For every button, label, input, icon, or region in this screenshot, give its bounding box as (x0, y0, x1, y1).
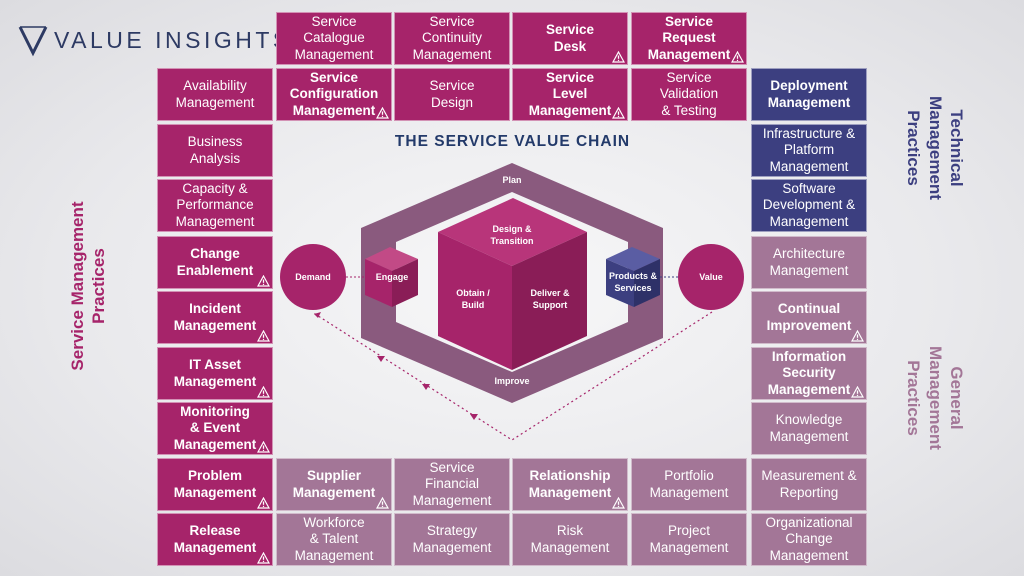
tile-label: Infrastructure & Platform Management (762, 125, 856, 174)
tile-it-asset-management[interactable]: IT Asset Management (157, 347, 273, 400)
tile-continual-improvement[interactable]: Continual Improvement (751, 291, 867, 344)
tile-service-continuity-management[interactable]: Service Continuity Management (394, 12, 510, 65)
obtain-build-label: Obtain / Build (456, 288, 490, 310)
products-services-label: Products & Services (608, 271, 657, 293)
warning-icon (256, 551, 270, 564)
tile-service-request-management[interactable]: Service Request Management (631, 12, 747, 65)
tile-label: Service Validation & Testing (659, 69, 719, 118)
tile-label: Relationship Management (528, 468, 612, 500)
tile-software-development-management[interactable]: Software Development & Management (751, 179, 867, 232)
tile-problem-management[interactable]: Problem Management (157, 458, 273, 511)
tile-label: Continual Improvement (766, 301, 852, 333)
diagram-title: THE SERVICE VALUE CHAIN (394, 133, 631, 150)
warning-icon (730, 50, 744, 63)
tile-label: Problem Management (173, 468, 257, 500)
tile-service-financial-management[interactable]: Service Financial Management (394, 458, 510, 511)
warning-icon (375, 106, 389, 119)
tile-label: Service Level Management (528, 69, 612, 118)
warning-icon (256, 496, 270, 509)
tile-service-validation-testing[interactable]: Service Validation & Testing (631, 68, 747, 121)
general-practices-title: General Management Practices (904, 346, 966, 450)
logo-text: VALUE INSIGHTS (54, 26, 292, 53)
tile-business-analysis[interactable]: Business Analysis (157, 124, 273, 177)
tile-label: Change Enablement (176, 246, 254, 278)
service-practices-title: Service Management Practices (67, 201, 108, 371)
value-label: Value (699, 272, 723, 282)
tile-label: Strategy Management (412, 523, 492, 555)
tile-label: Capacity & Performance Management (175, 180, 255, 229)
tile-label: Availability Management (175, 78, 255, 110)
tile-label: Service Request Management (647, 13, 731, 62)
tile-label: Monitoring & Event Management (173, 403, 257, 452)
warning-icon (256, 329, 270, 342)
tile-label: Risk Management (530, 523, 610, 555)
tile-label: Project Management (649, 523, 729, 555)
tile-label: IT Asset Management (173, 357, 257, 389)
warning-icon (611, 496, 625, 509)
warning-icon (375, 496, 389, 509)
tile-strategy-management[interactable]: Strategy Management (394, 513, 510, 566)
tile-deployment-management[interactable]: Deployment Management (751, 68, 867, 121)
tile-change-enablement[interactable]: Change Enablement (157, 236, 273, 289)
tile-service-desk[interactable]: Service Desk (512, 12, 628, 65)
tile-portfolio-management[interactable]: Portfolio Management (631, 458, 747, 511)
warning-icon (256, 440, 270, 453)
tile-information-security-management[interactable]: Information Security Management (751, 347, 867, 400)
tile-capacity-performance-management[interactable]: Capacity & Performance Management (157, 179, 273, 232)
improve-label: Improve (494, 376, 530, 386)
tile-knowledge-management[interactable]: Knowledge Management (751, 402, 867, 455)
engage-label: Engage (375, 272, 409, 282)
warning-icon (256, 274, 270, 287)
design-transition-label: Design & Transition (490, 224, 534, 246)
tile-architecture-management[interactable]: Architecture Management (751, 236, 867, 289)
tile-label: Business Analysis (187, 134, 243, 166)
warning-icon (850, 329, 864, 342)
tile-service-catalogue-management[interactable]: Service Catalogue Management (276, 12, 392, 65)
tile-label: Incident Management (173, 301, 257, 333)
deliver-support-label: Deliver & Support (530, 288, 570, 310)
tile-service-design[interactable]: Service Design (394, 68, 510, 121)
warning-icon (850, 385, 864, 398)
tile-label: Service Desk (545, 22, 595, 54)
tile-label: Service Design (429, 78, 475, 110)
tile-infrastructure-platform-management[interactable]: Infrastructure & Platform Management (751, 124, 867, 177)
plan-label: Plan (502, 175, 522, 185)
tile-label: Service Configuration Management (289, 69, 379, 118)
tile-service-level-management[interactable]: Service Level Management (512, 68, 628, 121)
tile-project-management[interactable]: Project Management (631, 513, 747, 566)
tile-label: Portfolio Management (649, 468, 729, 500)
logo-v-icon (18, 26, 48, 57)
tile-risk-management[interactable]: Risk Management (512, 513, 628, 566)
tile-organizational-change-management[interactable]: Organizational Change Management (751, 513, 867, 566)
tile-label: Measurement & Reporting (761, 468, 857, 500)
warning-icon (611, 106, 625, 119)
tile-availability-management[interactable]: Availability Management (157, 68, 273, 121)
tile-incident-management[interactable]: Incident Management (157, 291, 273, 344)
tile-label: Service Catalogue Management (294, 13, 374, 62)
warning-icon (611, 50, 625, 63)
tile-label: Release Management (173, 523, 257, 555)
warning-icon (256, 385, 270, 398)
logo: VALUE INSIGHTS (18, 22, 292, 58)
tile-monitoring-event-management[interactable]: Monitoring & Event Management (157, 402, 273, 455)
technical-practices-title: Technical Management Practices (904, 96, 966, 200)
tile-label: Knowledge Management (769, 412, 849, 444)
tile-measurement-reporting[interactable]: Measurement & Reporting (751, 458, 867, 511)
tile-label: Information Security Management (767, 348, 851, 397)
tile-label: Supplier Management (292, 468, 376, 500)
tile-release-management[interactable]: Release Management (157, 513, 273, 566)
tile-label: Service Financial Management (412, 459, 492, 508)
tile-label: Software Development & Management (762, 180, 856, 229)
tile-label: Organizational Change Management (765, 514, 853, 563)
tile-supplier-management[interactable]: Supplier Management (276, 458, 392, 511)
tile-label: Workforce & Talent Management (294, 514, 374, 563)
tile-service-configuration-management[interactable]: Service Configuration Management (276, 68, 392, 121)
tile-label: Service Continuity Management (412, 13, 492, 62)
demand-label: Demand (295, 272, 331, 282)
tile-relationship-management[interactable]: Relationship Management (512, 458, 628, 511)
tile-workforce-talent-management[interactable]: Workforce & Talent Management (276, 513, 392, 566)
tile-label: Deployment Management (767, 78, 851, 110)
tile-label: Architecture Management (769, 246, 849, 278)
